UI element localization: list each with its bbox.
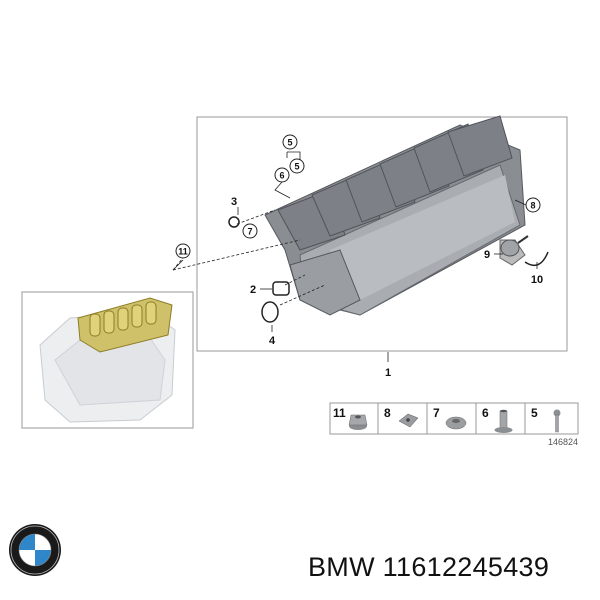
diagram-reference-number: 146824 xyxy=(548,437,578,447)
bmw-logo xyxy=(9,524,61,576)
callout-labels: 5 5 6 3 7 11 8 9 10 2 4 1 xyxy=(175,134,543,379)
callout-4: 4 xyxy=(269,335,276,347)
main-frame xyxy=(196,116,568,352)
callout-7: 7 xyxy=(247,227,252,237)
engine-illustration xyxy=(39,297,176,423)
callout-5a: 5 xyxy=(287,138,292,148)
bolt-icon xyxy=(553,409,561,433)
inset-frame xyxy=(21,291,194,429)
part-number-caption: BMW 11612245439 xyxy=(308,552,550,582)
callout-3: 3 xyxy=(231,196,237,208)
strip-number-11: 11 xyxy=(333,406,346,420)
callout-11: 11 xyxy=(178,247,188,257)
intake-manifold-illustration xyxy=(264,115,526,316)
clip-nut-icon xyxy=(398,413,419,428)
strip-number-7: 7 xyxy=(433,406,440,420)
o-ring-3 xyxy=(228,216,240,228)
callout-1: 1 xyxy=(385,367,391,379)
leader-lines xyxy=(172,151,538,362)
strip-number-8: 8 xyxy=(384,406,391,420)
callout-9: 9 xyxy=(484,249,490,261)
gaskets xyxy=(228,216,549,323)
sleeve-icon xyxy=(494,409,513,433)
callout-8: 8 xyxy=(530,201,535,211)
parts-strip: 11 8 7 6 5 146824 xyxy=(329,402,579,447)
callout-5b: 5 xyxy=(294,162,299,172)
callout-2: 2 xyxy=(250,284,256,296)
washer-icon xyxy=(445,416,467,430)
gasket-2 xyxy=(272,281,290,296)
strip-number-6: 6 xyxy=(482,406,489,420)
sensor-9 xyxy=(500,235,529,257)
flange-nut-icon xyxy=(348,414,368,430)
callout-10: 10 xyxy=(531,274,543,286)
gasket-4 xyxy=(261,301,279,323)
clamp-10 xyxy=(524,251,549,267)
callout-6: 6 xyxy=(279,171,284,181)
strip-number-5: 5 xyxy=(531,406,538,420)
